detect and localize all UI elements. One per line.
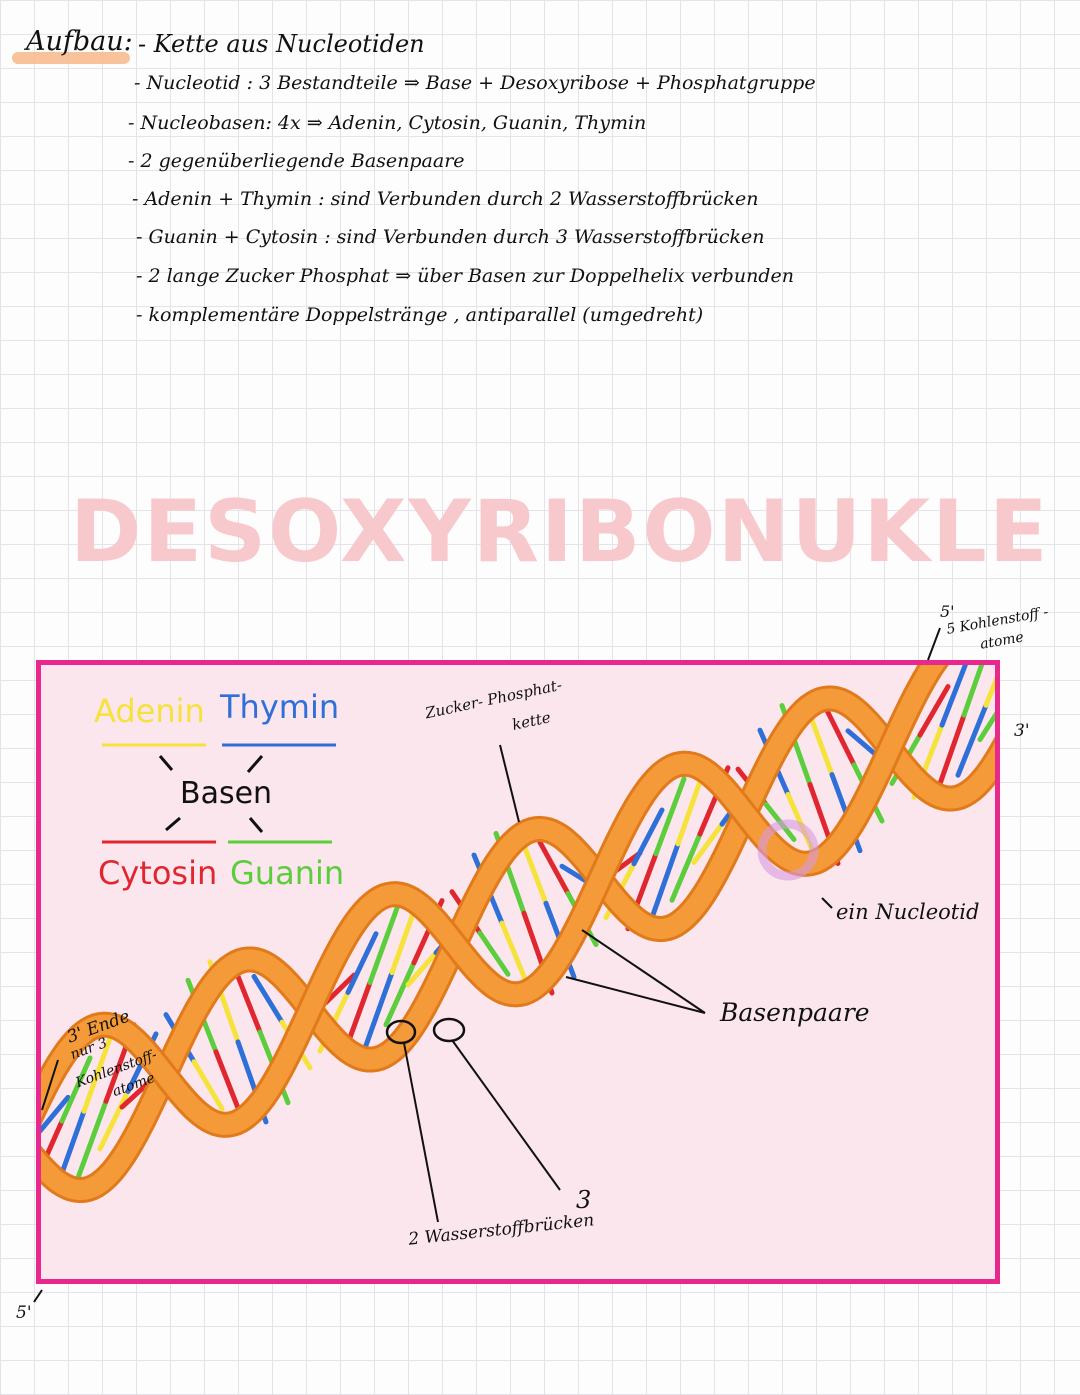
base-thymin	[955, 702, 989, 778]
label-5-top: 5'	[940, 602, 955, 621]
base-adenin	[41, 1128, 43, 1134]
base-cytosin	[323, 972, 357, 1005]
base-cytosin	[1008, 651, 1036, 695]
pointer-lines	[33, 627, 941, 1303]
h-bond-circle-3	[432, 1017, 466, 1043]
base-adenin	[81, 1030, 115, 1114]
bullet-nucleotid: - Nucleotid : 3 Bestandteile ⇒ Base + De…	[134, 72, 816, 94]
pointer-nucleotid	[821, 897, 833, 909]
base-cytosin	[917, 684, 951, 738]
base-thymin	[631, 807, 665, 867]
base-guanin	[383, 960, 417, 1028]
notes-heading: Aufbau:	[26, 26, 133, 57]
nucleotid-circle	[757, 819, 819, 881]
base-guanin	[75, 1098, 109, 1181]
notes-heading-rest: - Kette aus Nucleotiden	[138, 30, 425, 58]
pointer-5-bottom	[33, 1289, 43, 1303]
legend-connector-4	[248, 817, 264, 833]
base-guanin	[961, 665, 985, 718]
base-guanin	[653, 776, 687, 857]
double-helix	[41, 651, 1036, 1204]
base-adenin	[97, 1088, 131, 1152]
base-cytosin	[537, 839, 571, 896]
pointer-5-top	[927, 627, 941, 661]
base-thymin	[361, 970, 395, 1054]
pointer-basenpaare-1	[565, 976, 706, 1014]
watermark-title: DESOXYRIBONUKLE	[70, 482, 1050, 582]
bullet-komplementaer: - komplementäre Doppelstränge , antipara…	[136, 304, 704, 326]
base-guanin	[59, 1055, 93, 1124]
base-thymin	[939, 665, 968, 728]
legend-thymin: Thymin	[220, 688, 340, 726]
dna-diagram-panel	[36, 660, 1000, 1284]
bullet-guanin-cytosin: - Guanin + Cytosin : sind Verbunden durc…	[136, 226, 765, 248]
base-guanin	[477, 930, 511, 977]
legend-lines	[102, 743, 336, 844]
base-thymin	[845, 728, 879, 758]
pointer-h-bond-3	[451, 1039, 561, 1191]
legend-connector-2	[246, 755, 264, 773]
h-bond-circle-2	[385, 1019, 417, 1045]
base-adenin	[405, 950, 439, 988]
legend-connector-3	[165, 816, 181, 832]
legend-connector-1	[158, 755, 174, 771]
base-thymin	[251, 973, 285, 1025]
label-drei: 3	[576, 1186, 592, 1214]
base-guanin	[367, 902, 401, 985]
sugar-phosphate-strand-a	[41, 688, 995, 1201]
legend-cytosin: Cytosin	[98, 854, 218, 892]
bullet-basenpaare: - 2 gegenüberliegende Basenpaare	[128, 150, 465, 172]
base-cytosin	[119, 1079, 153, 1110]
base-cytosin	[933, 712, 967, 798]
legend-adenin: Adenin	[94, 692, 205, 730]
label-ein-nucleotid: ein Nucleotid	[836, 900, 980, 924]
legend-basen: Basen	[180, 776, 273, 811]
base-adenin	[191, 1059, 225, 1112]
heading-highlight	[12, 52, 130, 64]
label-5-bottom: 5'	[16, 1303, 32, 1323]
label-3-right: 3'	[1014, 721, 1030, 741]
base-thymin	[345, 931, 379, 995]
base-cytosin	[823, 705, 857, 768]
pointer-basenpaare-2	[581, 929, 706, 1014]
bullet-nucleobasen: - Nucleobasen: 4x ⇒ Adenin, Cytosin, Gua…	[128, 112, 647, 134]
base-guanin	[669, 831, 703, 903]
label-basenpaare: Basenpaare	[720, 998, 870, 1027]
bullet-adenin-thymin: - Adenin + Thymin : sind Verbunden durch…	[132, 188, 759, 210]
pointer-3-ende	[41, 1059, 59, 1111]
base-cytosin	[41, 1118, 65, 1175]
pointer-zucker-phosphat	[499, 744, 520, 823]
legend-guanin: Guanin	[230, 854, 345, 892]
bullet-zucker-phosphat: - 2 lange Zucker Phosphat ⇒ über Basen z…	[136, 265, 794, 287]
base-thymin	[647, 841, 681, 926]
pointer-h-bond-2	[403, 1042, 439, 1223]
base-adenin	[983, 676, 995, 708]
base-adenin	[691, 821, 725, 865]
sugar-phosphate-strand-b	[41, 665, 946, 1135]
base-guanin	[977, 711, 995, 743]
base-thymin	[41, 1094, 71, 1134]
